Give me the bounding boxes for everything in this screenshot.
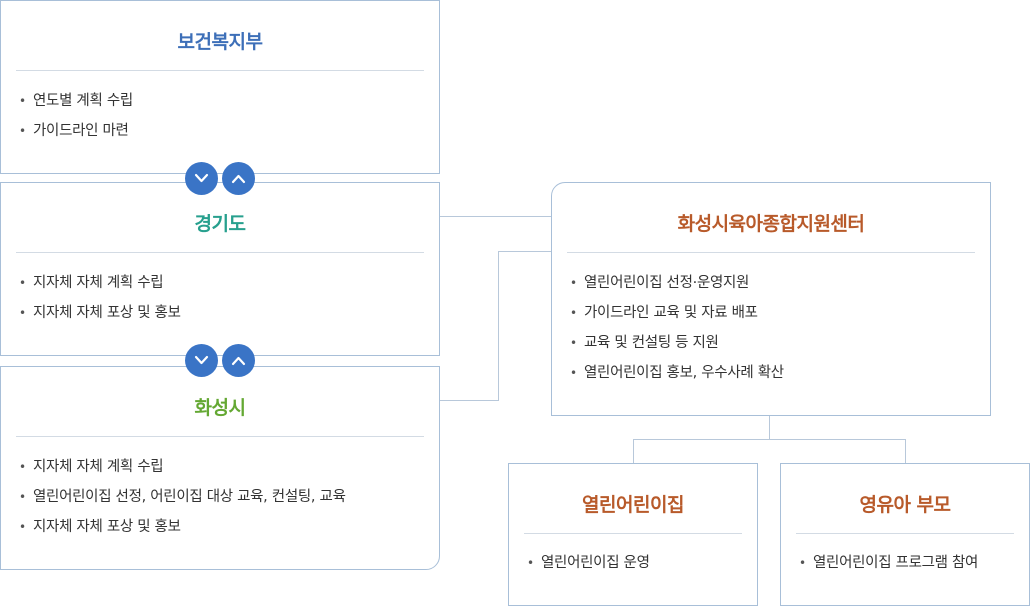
list-item: •지자체 자체 포상 및 홍보 — [19, 305, 181, 321]
parents-list: •열린어린이집 프로그램 참여 — [799, 548, 1019, 578]
connector-city-horizontal — [440, 400, 498, 401]
ministry-title: 보건복지부 — [177, 31, 263, 53]
chevron-up-button-2 — [222, 344, 255, 377]
chevron-down-button-2 — [185, 344, 218, 377]
open-daycare-divider — [524, 533, 742, 534]
city-box: 화성시 •지자체 자체 계획 수립 •열린어린이집 선정, 어린이집 대상 교육… — [0, 366, 440, 570]
chevron-up-button-1 — [222, 162, 255, 195]
province-box: 경기도 •지자체 자체 계획 수립 •지자체 자체 포상 및 홍보 — [0, 182, 440, 356]
ministry-box: 보건복지부 •연도별 계획 수립 •가이드라인 마련 — [0, 0, 440, 174]
chevron-down-button-1 — [185, 162, 218, 195]
connector-province-center — [440, 216, 552, 217]
list-item: •가이드라인 마련 — [19, 123, 129, 139]
ministry-list: •연도별 계획 수립 •가이드라인 마련 — [19, 86, 429, 146]
chevron-up-icon — [231, 356, 246, 366]
city-title: 화성시 — [194, 397, 246, 419]
connector-branch-horizontal — [633, 439, 906, 440]
connector-city-vertical — [498, 251, 499, 401]
list-item: •가이드라인 교육 및 자료 배포 — [570, 305, 758, 321]
parents-box: 영유아 부모 •열린어린이집 프로그램 참여 — [780, 463, 1030, 606]
support-center-divider — [567, 252, 975, 253]
list-item: •지자체 자체 포상 및 홍보 — [19, 519, 181, 535]
connector-center-down — [769, 415, 770, 439]
list-item: •열린어린이집 홍보, 우수사례 확산 — [570, 365, 784, 381]
list-item: •열린어린이집 프로그램 참여 — [799, 555, 979, 571]
list-item: •연도별 계획 수립 — [19, 93, 133, 109]
list-item: •열린어린이집 선정·운영지원 — [570, 275, 750, 291]
city-divider — [16, 436, 424, 437]
open-daycare-title: 열린어린이집 — [582, 494, 684, 516]
open-daycare-list: •열린어린이집 운영 — [527, 548, 747, 578]
list-item: •지자체 자체 계획 수립 — [19, 275, 164, 291]
province-divider — [16, 252, 424, 253]
chevron-down-icon — [194, 355, 209, 365]
open-daycare-box: 열린어린이집 •열린어린이집 운영 — [508, 463, 758, 606]
list-item: •지자체 자체 계획 수립 — [19, 459, 164, 475]
support-center-box: 화성시육아종합지원센터 •열린어린이집 선정·운영지원 •가이드라인 교육 및 … — [551, 182, 991, 416]
province-title: 경기도 — [194, 213, 246, 235]
connector-branch-left — [633, 439, 634, 463]
chevron-up-icon — [231, 174, 246, 184]
support-center-list: •열린어린이집 선정·운영지원 •가이드라인 교육 및 자료 배포 •교육 및 … — [570, 268, 980, 388]
parents-divider — [796, 533, 1014, 534]
support-center-title: 화성시육아종합지원센터 — [677, 213, 865, 235]
parents-title: 영유아 부모 — [859, 494, 951, 516]
list-item: •교육 및 컨설팅 등 지원 — [570, 335, 719, 351]
list-item: •열린어린이집 운영 — [527, 555, 650, 571]
ministry-divider — [16, 70, 424, 71]
chevron-down-icon — [194, 173, 209, 183]
list-item: •열린어린이집 선정, 어린이집 대상 교육, 컨설팅, 교육 — [19, 489, 346, 505]
connector-city-to-center — [498, 251, 552, 252]
province-list: •지자체 자체 계획 수립 •지자체 자체 포상 및 홍보 — [19, 268, 429, 328]
connector-branch-right — [905, 439, 906, 463]
city-list: •지자체 자체 계획 수립 •열린어린이집 선정, 어린이집 대상 교육, 컨설… — [19, 452, 429, 542]
